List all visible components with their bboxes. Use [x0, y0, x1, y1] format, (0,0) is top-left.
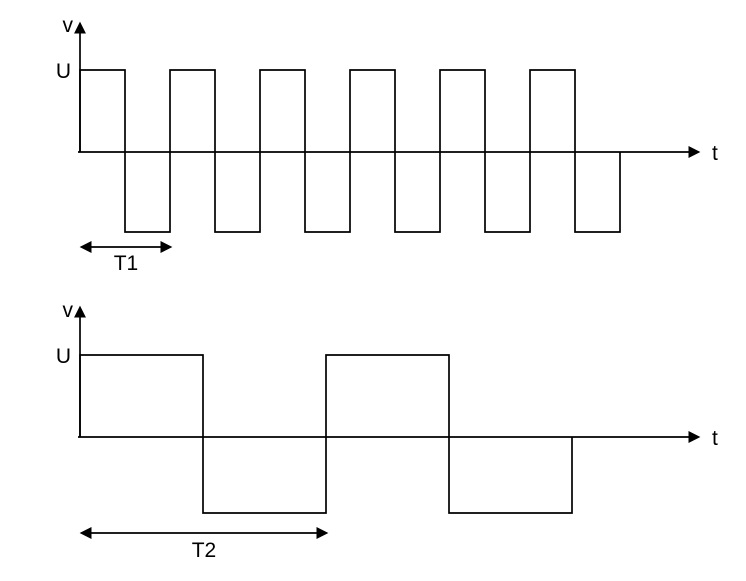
waveform [79, 69, 621, 233]
t-axis-label: t [712, 142, 718, 165]
v-axis-label: v [63, 14, 74, 37]
t-axis-label: t [712, 427, 718, 450]
amplitude-label: U [56, 60, 71, 83]
v-axis-label: v [63, 299, 74, 322]
waveform [79, 354, 573, 514]
amplitude-label: U [56, 345, 71, 368]
period-label: T2 [192, 539, 217, 562]
period-label: T1 [114, 252, 139, 275]
diagram-square-wave-t2: v U t T2 [56, 299, 718, 562]
diagram-square-wave-t1: v U t T1 [56, 14, 718, 275]
